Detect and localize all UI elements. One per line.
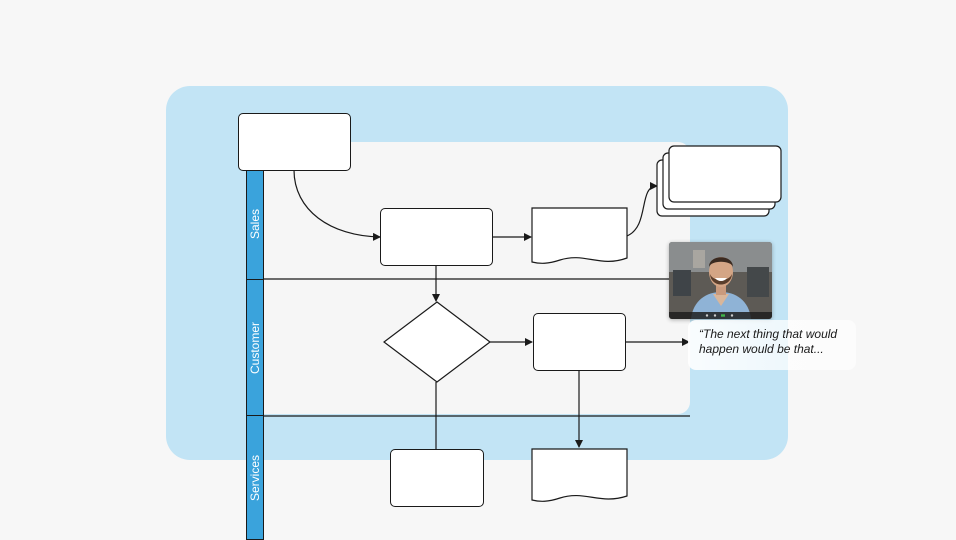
document-shape-sales <box>531 207 628 264</box>
multidoc-front <box>668 145 782 203</box>
process-box-sales[interactable] <box>380 208 493 266</box>
speech-caption: “The next thing that would happen would … <box>688 320 856 370</box>
participant-video-icon <box>669 242 772 319</box>
connector-document-to-multidoc <box>626 182 658 237</box>
start-box[interactable] <box>238 113 351 171</box>
connector-start-to-process <box>293 169 381 241</box>
decision-diamond <box>383 301 491 383</box>
process-box-customer[interactable] <box>533 313 626 371</box>
process-box-services[interactable] <box>390 449 484 507</box>
speech-caption-text: “The next thing that would happen would … <box>699 327 838 356</box>
video-call-thumbnail[interactable] <box>669 242 772 319</box>
document-shape-services <box>531 448 628 502</box>
